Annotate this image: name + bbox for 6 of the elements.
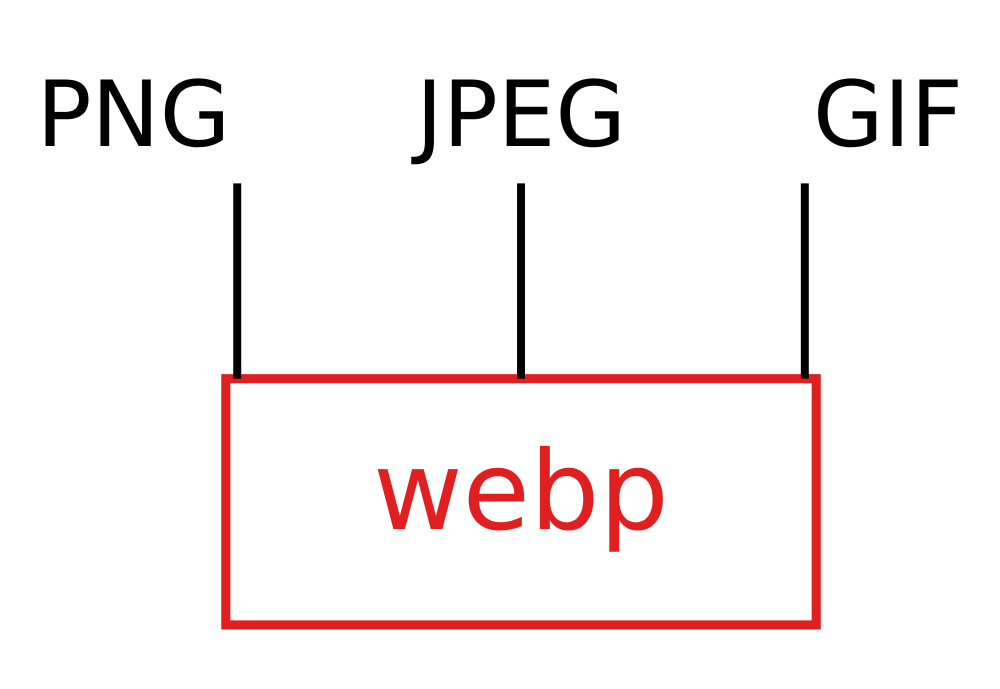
connector — [232, 183, 241, 379]
node-text: PNG — [36, 61, 230, 168]
connector — [516, 183, 524, 379]
node-box: webp — [220, 374, 820, 630]
connector — [800, 183, 808, 379]
node-text: GIF — [812, 61, 963, 168]
